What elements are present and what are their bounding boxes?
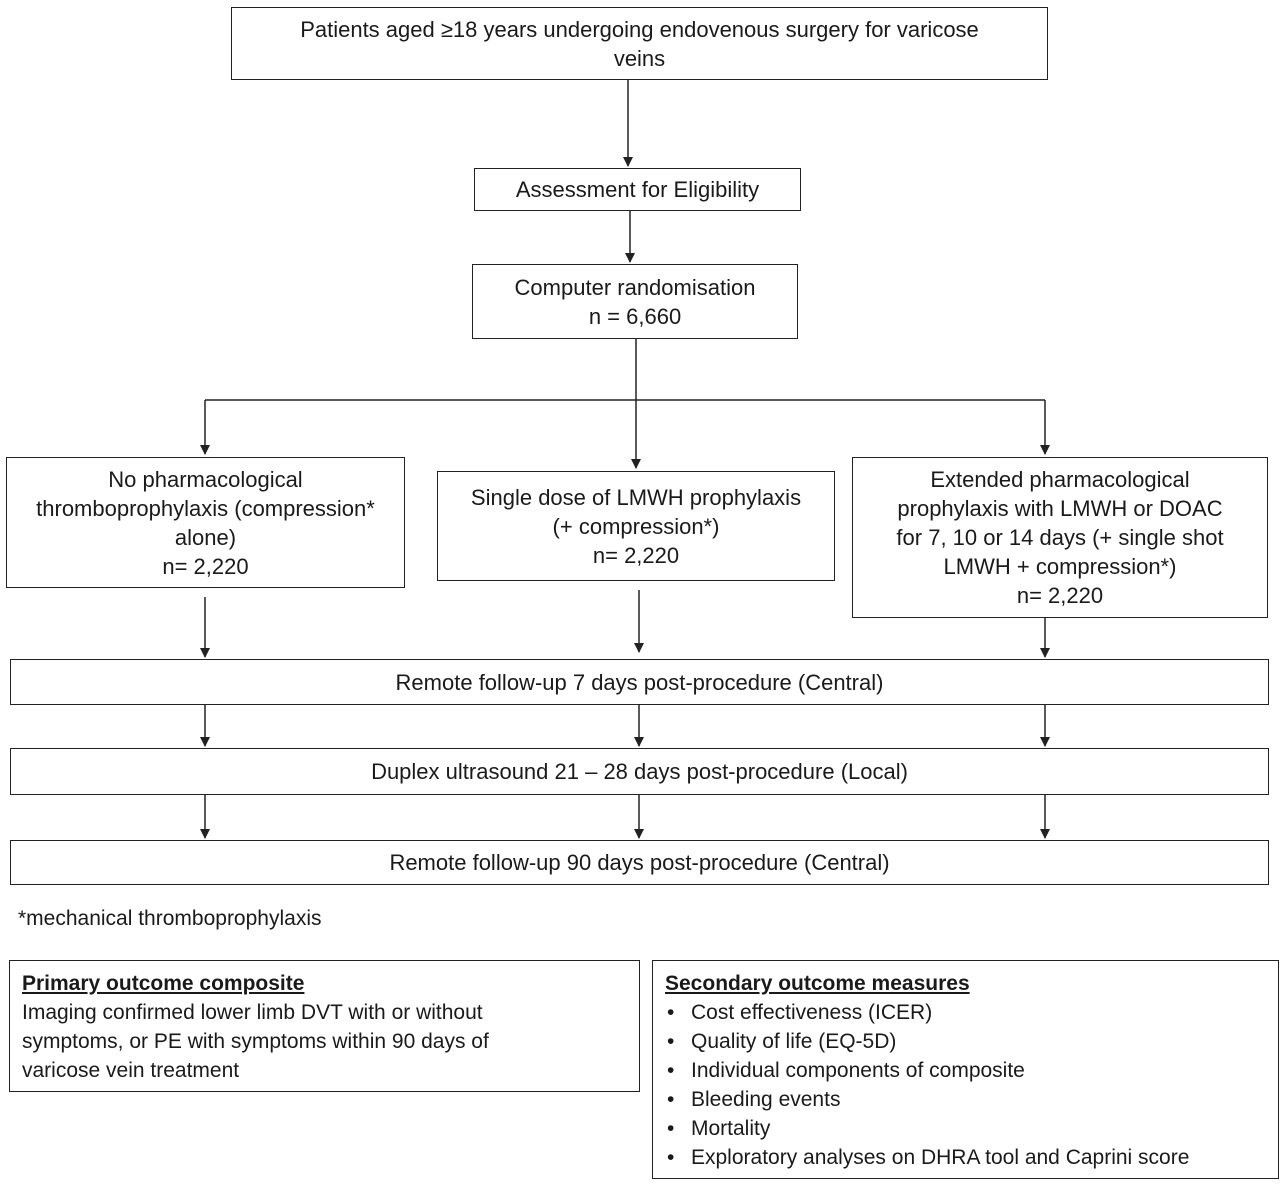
assessment-box: Assessment for Eligibility (474, 168, 801, 211)
duplex-box: Duplex ultrasound 21 – 28 days post-proc… (10, 748, 1269, 795)
primary-outcome-heading: Primary outcome composite (22, 972, 305, 995)
secondary-outcome-list: Cost effectiveness (ICER) Quality of lif… (665, 998, 1266, 1172)
arm-no-pharm-box: No pharmacological thromboprophylaxis (c… (6, 457, 405, 588)
primary-outcome-box: Primary outcome composite Imaging confir… (9, 960, 640, 1092)
secondary-item: Quality of life (EQ-5D) (665, 1027, 1266, 1056)
followup-7-text: Remote follow-up 7 days post-procedure (… (395, 669, 884, 695)
arm-extended-text: Extended pharmacological prophylaxis wit… (896, 467, 1224, 608)
patients-box: Patients aged ≥18 years undergoing endov… (231, 7, 1048, 80)
randomisation-text: Computer randomisation n = 6,660 (514, 274, 756, 329)
randomisation-box: Computer randomisation n = 6,660 (472, 264, 798, 339)
followup-90-text: Remote follow-up 90 days post-procedure … (389, 850, 890, 875)
duplex-text: Duplex ultrasound 21 – 28 days post-proc… (371, 759, 908, 784)
arm-single-dose-box: Single dose of LMWH prophylaxis (+ compr… (437, 471, 835, 581)
patients-text: Patients aged ≥18 years undergoing endov… (300, 16, 979, 71)
secondary-item: Cost effectiveness (ICER) (665, 998, 1266, 1027)
arm-extended-box: Extended pharmacological prophylaxis wit… (852, 457, 1268, 618)
assessment-text: Assessment for Eligibility (515, 177, 760, 202)
secondary-item: Mortality (665, 1114, 1266, 1143)
secondary-outcome-box: Secondary outcome measures Cost effectiv… (652, 960, 1279, 1179)
footnote: *mechanical thromboprophylaxis (18, 907, 322, 930)
primary-outcome-body: Imaging confirmed lower limb DVT with or… (22, 1001, 489, 1082)
secondary-item: Bleeding events (665, 1085, 1266, 1114)
secondary-item: Individual components of composite (665, 1056, 1266, 1085)
arm-no-pharm-text: No pharmacological thromboprophylaxis (c… (36, 466, 375, 579)
secondary-item: Exploratory analyses on DHRA tool and Ca… (665, 1143, 1266, 1172)
arm-single-dose-text: Single dose of LMWH prophylaxis (+ compr… (470, 484, 802, 568)
secondary-outcome-heading: Secondary outcome measures (665, 972, 970, 995)
followup-7-box: Remote follow-up 7 days post-procedure (… (10, 659, 1269, 705)
followup-90-box: Remote follow-up 90 days post-procedure … (10, 840, 1269, 885)
